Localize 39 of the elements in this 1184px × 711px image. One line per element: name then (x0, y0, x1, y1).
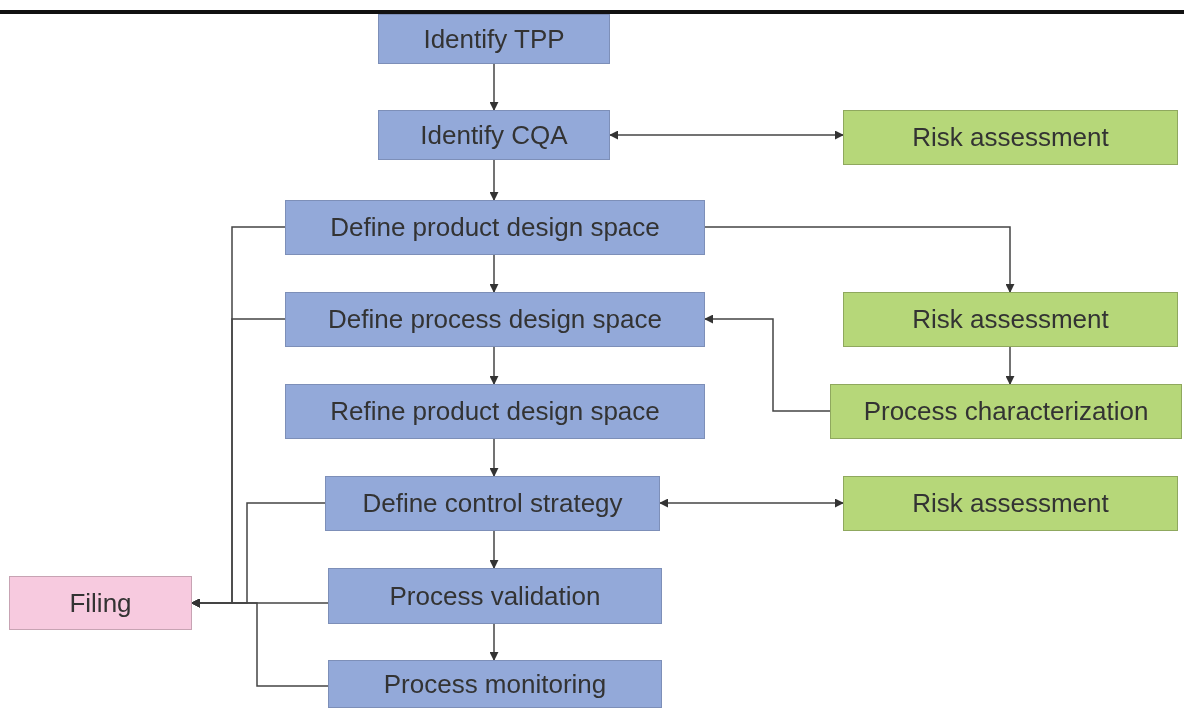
arrow (609, 130, 844, 140)
arrow (191, 598, 329, 687)
process-box (328, 660, 662, 708)
box-label: Risk assessment (912, 122, 1109, 153)
box-label: Filing (69, 587, 132, 619)
box-label: Identify TPP (423, 23, 565, 55)
box-label: Process validation (389, 580, 601, 612)
process-box (285, 292, 705, 347)
box-label: Risk assessment (912, 304, 1109, 335)
process-box (285, 200, 705, 255)
arrow (489, 530, 499, 569)
box-label: Process characterization (863, 396, 1149, 427)
arrow (659, 498, 844, 508)
process-box (328, 568, 662, 624)
process-box (285, 384, 705, 439)
process-box (9, 576, 192, 630)
process-box (843, 292, 1178, 347)
arrow (489, 63, 499, 111)
process-box (378, 110, 610, 160)
process-box (830, 384, 1182, 439)
arrow (704, 314, 831, 412)
box-label: Define product design space (330, 212, 660, 243)
process-box (325, 476, 660, 531)
arrow (1005, 346, 1015, 385)
arrow (489, 438, 499, 477)
process-box (843, 476, 1178, 531)
box-label: Process monitoring (383, 668, 607, 700)
arrow (489, 623, 499, 661)
process-box (843, 110, 1178, 165)
arrow (489, 346, 499, 385)
box-label: Define process design space (328, 304, 662, 335)
arrow (704, 226, 1015, 293)
arrow (489, 254, 499, 293)
process-box (378, 14, 610, 64)
arrow (489, 159, 499, 201)
box-label: Refine product design space (330, 396, 660, 427)
box-label: Identify CQA (420, 119, 568, 151)
box-label: Define control strategy (362, 488, 623, 519)
box-label: Risk assessment (912, 488, 1109, 519)
